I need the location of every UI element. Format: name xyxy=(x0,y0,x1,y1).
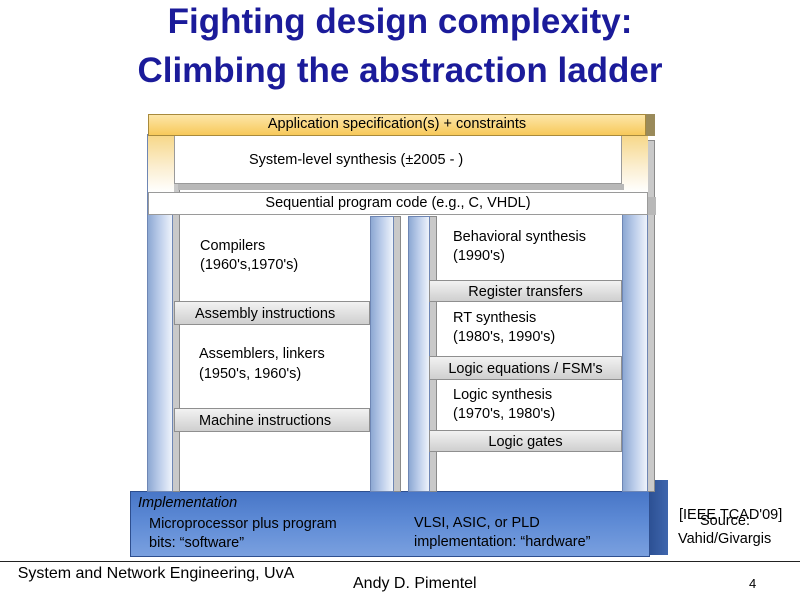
compilers-era-label: (1960's,1970's) xyxy=(200,257,299,273)
hardware-label-line-2: implementation: “hardware” xyxy=(414,534,591,550)
base-platform xyxy=(130,491,650,557)
page-number: 4 xyxy=(749,576,757,591)
logic-synthesis-era-label: (1970's, 1980's) xyxy=(453,406,556,422)
top-bar-side xyxy=(645,114,655,136)
right-post-top-fade xyxy=(622,136,648,192)
application-spec-bar xyxy=(148,114,646,136)
logic-gates-label: Logic gates xyxy=(488,434,563,450)
implementation-label: Implementation xyxy=(138,495,238,511)
sequential-code-bar xyxy=(148,192,648,215)
behavioral-synthesis-era-label: (1990's) xyxy=(453,248,505,264)
center-left-post-side xyxy=(393,216,401,492)
system-synthesis-shadow xyxy=(178,184,624,190)
left-post-top-fade xyxy=(148,136,174,192)
assembly-instructions-rung xyxy=(174,301,370,325)
application-spec-label: Application specification(s) + constrain… xyxy=(267,116,527,132)
citation-authors: Vahid/Givargis xyxy=(678,531,772,547)
logic-equations-label: Logic equations / FSM's xyxy=(448,361,603,377)
sequential-code-side xyxy=(646,197,656,215)
logic-gates-rung xyxy=(429,430,622,452)
sequential-code-label: Sequential program code (e.g., C, VHDL) xyxy=(265,195,531,211)
rt-synthesis-label: RT synthesis xyxy=(453,310,537,326)
base-platform-side xyxy=(648,480,668,555)
behavioral-synthesis-label: Behavioral synthesis xyxy=(453,229,586,245)
register-transfers-label: Register transfers xyxy=(468,284,583,300)
footer-author: Andy D. Pimentel xyxy=(353,575,477,592)
slide-title-line-1: Fighting design complexity: xyxy=(167,2,633,41)
footer-bar xyxy=(0,561,800,601)
hardware-label-line-1: VLSI, ASIC, or PLD xyxy=(414,515,540,531)
logic-equations-rung xyxy=(429,356,622,380)
software-label-line-2: bits: “software” xyxy=(149,535,245,551)
register-transfers-rung xyxy=(429,280,622,302)
right-post-side xyxy=(647,140,655,492)
citation-source-label: Source: xyxy=(700,513,750,529)
footer-organization: System and Network Engineering, UvA xyxy=(17,565,295,582)
assembly-instructions-label: Assembly instructions xyxy=(195,306,336,322)
assemblers-era-label: (1950's, 1960's) xyxy=(199,366,302,382)
rt-synthesis-era-label: (1980's, 1990's) xyxy=(453,329,556,345)
system-synthesis-box xyxy=(174,136,622,184)
slide-title-line-2: Climbing the abstraction ladder xyxy=(137,51,663,90)
compilers-label: Compilers xyxy=(200,238,266,254)
system-synthesis-label: System-level synthesis (±2005 - ) xyxy=(249,152,464,168)
citation-reference: [IEEE TCAD'09] xyxy=(679,507,783,523)
software-label-line-1: Microprocessor plus program xyxy=(149,516,337,532)
assemblers-label: Assemblers, linkers xyxy=(199,346,325,362)
logic-synthesis-label: Logic synthesis xyxy=(453,387,553,403)
machine-instructions-label: Machine instructions xyxy=(199,413,332,429)
machine-instructions-rung xyxy=(174,408,370,432)
center-left-post xyxy=(370,216,394,492)
center-right-post xyxy=(408,216,430,492)
